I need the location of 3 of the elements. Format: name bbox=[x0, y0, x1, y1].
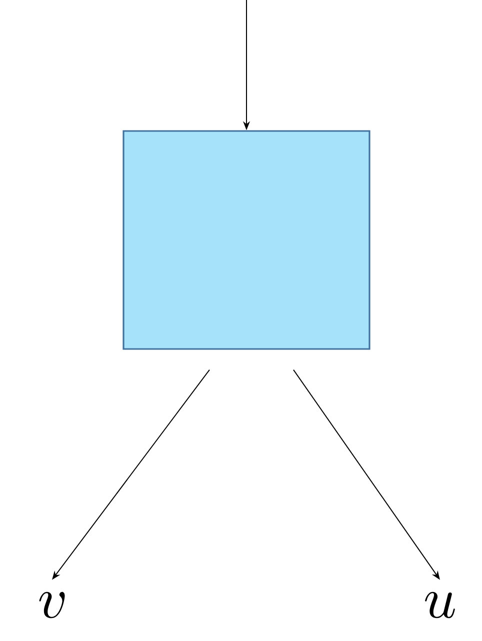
block-box bbox=[122, 130, 370, 350]
math-label: $u$ bbox=[425, 592, 455, 618]
math-label: $v$ bbox=[39, 592, 65, 618]
